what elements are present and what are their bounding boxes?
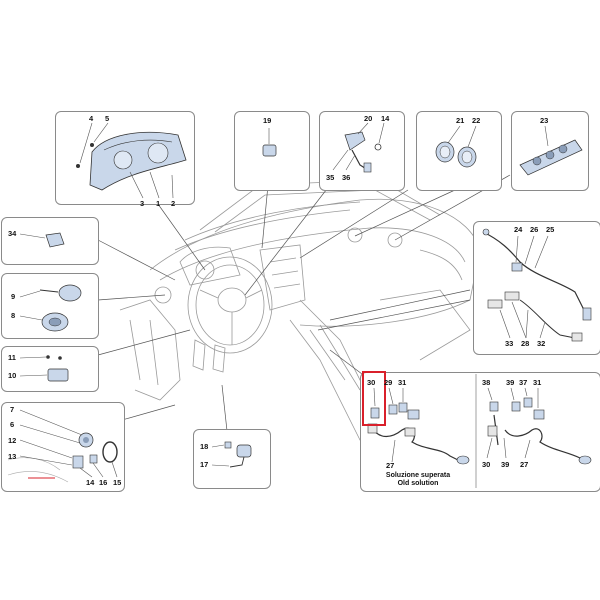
- callout-6: 6: [10, 420, 15, 429]
- callout-30-new: 30: [482, 460, 491, 469]
- callout-23: 23: [540, 116, 549, 125]
- callout-28: 28: [521, 339, 530, 348]
- callout-25: 25: [546, 225, 555, 234]
- callout-1: 1: [156, 199, 161, 208]
- box-parts-18-17: [193, 429, 271, 489]
- callout-7: 7: [10, 405, 15, 414]
- callout-38: 38: [482, 378, 491, 387]
- callout-13: 13: [8, 452, 17, 461]
- callout-37: 37: [519, 378, 528, 387]
- callout-3: 3: [140, 199, 145, 208]
- callout-14-top: 14: [381, 114, 390, 123]
- callout-4: 4: [89, 114, 94, 123]
- callout-31-old: 31: [398, 378, 407, 387]
- highlight-frame: [362, 371, 386, 426]
- callout-17: 17: [200, 460, 209, 469]
- callout-27-new: 27: [520, 460, 529, 469]
- callout-14: 14: [86, 478, 95, 487]
- callout-12: 12: [8, 436, 17, 445]
- callout-9: 9: [11, 292, 16, 301]
- callout-34: 34: [8, 229, 17, 238]
- callout-35: 35: [326, 173, 335, 182]
- callout-21: 21: [456, 116, 465, 125]
- callout-26: 26: [530, 225, 539, 234]
- callout-8: 8: [11, 311, 16, 320]
- callout-15: 15: [113, 478, 122, 487]
- callout-32: 32: [537, 339, 546, 348]
- callout-20: 20: [364, 114, 373, 123]
- callout-30-old: 30: [367, 378, 376, 387]
- callout-27-old: 27: [386, 461, 395, 470]
- caption-old-solution-en: Old solution: [397, 480, 439, 487]
- box-harness-parts: [473, 221, 600, 355]
- box-parts-9-8: [1, 273, 99, 339]
- caption-old-solution-it: Soluzione superata: [385, 472, 451, 479]
- callout-29: 29: [384, 378, 393, 387]
- callout-39-top: 39: [506, 378, 515, 387]
- callout-2: 2: [171, 199, 176, 208]
- callout-39-bottom: 39: [501, 460, 510, 469]
- callout-5: 5: [105, 114, 110, 123]
- callout-33: 33: [505, 339, 514, 348]
- callout-16: 16: [99, 478, 108, 487]
- callout-19: 19: [263, 116, 272, 125]
- callout-10: 10: [8, 371, 17, 380]
- callout-36: 36: [342, 173, 351, 182]
- callout-31-new: 31: [533, 378, 542, 387]
- callout-11: 11: [8, 353, 16, 362]
- box-parts-21-22: [416, 111, 502, 191]
- callout-22: 22: [472, 116, 481, 125]
- callout-24: 24: [514, 225, 523, 234]
- callout-18: 18: [200, 442, 209, 451]
- box-column-switches: [319, 111, 405, 191]
